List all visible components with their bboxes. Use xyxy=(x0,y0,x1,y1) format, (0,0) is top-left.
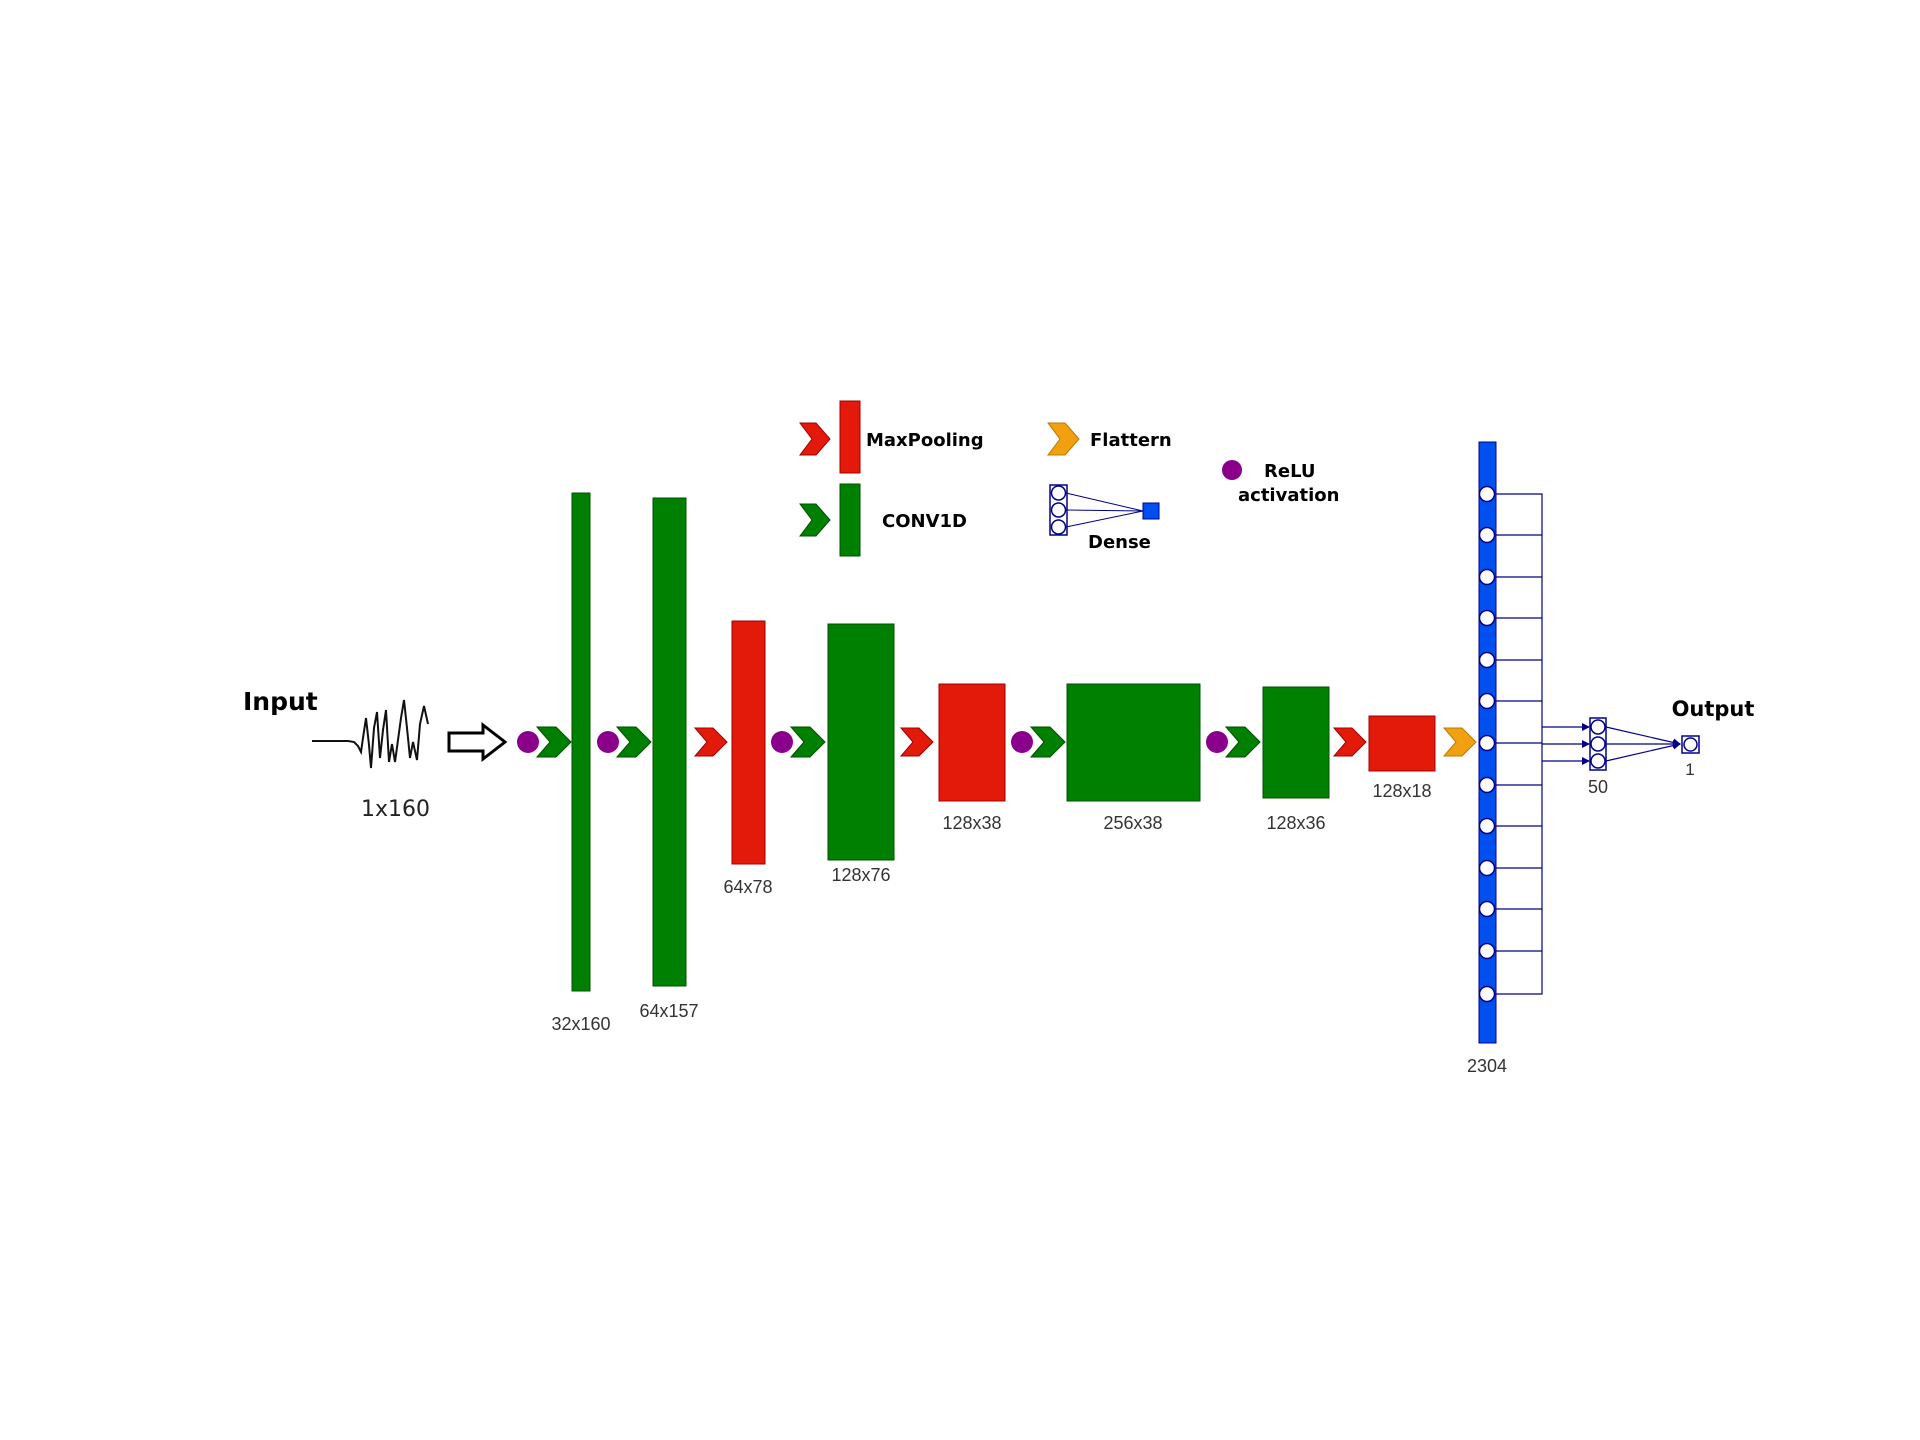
legend-flatten-chevron xyxy=(1047,422,1080,456)
relu-dot xyxy=(1206,731,1228,753)
conv1d-block xyxy=(652,497,687,987)
conv-chevron xyxy=(535,726,572,758)
layer-128x18: 128x18 xyxy=(1368,715,1436,801)
legend-maxpooling-block xyxy=(839,400,861,474)
output-layer: 1 Output xyxy=(1672,697,1755,779)
layer-shape-label: 32x160 xyxy=(551,1014,610,1034)
legend-flatten-label: Flattern xyxy=(1090,430,1172,451)
input-arrow-icon xyxy=(447,721,508,763)
dense-arrows-to-hidden xyxy=(1542,723,1590,765)
dense-hidden-neuron xyxy=(1590,719,1606,735)
dense-hidden-neuron xyxy=(1590,736,1606,752)
legend: MaxPooling CONV1D Flattern Dense ReLU ac… xyxy=(799,400,1339,557)
flatten-chevron xyxy=(1442,727,1477,757)
maxpool-chevron xyxy=(693,727,728,757)
conv-chevron xyxy=(1029,726,1066,758)
flatten-neurons xyxy=(1478,485,1496,1003)
layer-shape-label: 128x76 xyxy=(831,865,890,885)
legend-conv1d-chevron xyxy=(799,503,831,537)
maxpool-chevron xyxy=(1332,727,1367,757)
relu-dot xyxy=(1011,731,1033,753)
conv1d-block xyxy=(1262,686,1330,799)
layer-64x78: 64x78 xyxy=(723,620,773,897)
flatten-size-label: 2304 xyxy=(1467,1056,1507,1076)
waveform-icon xyxy=(312,699,429,769)
relu-dot xyxy=(597,731,619,753)
layer-128x76: 128x76 xyxy=(827,623,895,885)
conv-chevron xyxy=(1224,726,1261,758)
maxpool-block xyxy=(1368,715,1436,772)
legend-maxpooling-label: MaxPooling xyxy=(866,430,984,451)
dense-hidden-neuron xyxy=(1590,753,1606,769)
layer-64x157: 64x157 xyxy=(639,497,699,1021)
relu-dot xyxy=(771,731,793,753)
layer-shape-label: 128x18 xyxy=(1372,781,1431,801)
conv1d-block xyxy=(827,623,895,861)
pipeline-connectors xyxy=(517,726,1477,758)
maxpool-block xyxy=(731,620,766,865)
output-neuron xyxy=(1683,737,1698,752)
layer-shape-label: 128x38 xyxy=(942,813,1001,833)
conv-chevron xyxy=(789,726,826,758)
conv1d-block xyxy=(571,492,591,992)
maxpool-chevron xyxy=(899,727,934,757)
dense-hidden-layer: 50 xyxy=(1588,717,1608,797)
flatten-layer: 2304 xyxy=(1467,441,1543,1076)
conv-chevron xyxy=(615,726,652,758)
dense-hidden-size-label: 50 xyxy=(1588,777,1608,797)
conv1d-block xyxy=(1066,683,1201,802)
input-label: Input xyxy=(243,687,318,716)
layer-256x38: 256x38 xyxy=(1066,683,1201,833)
input-shape-label: 1x160 xyxy=(361,797,430,822)
output-size-label: 1 xyxy=(1685,760,1694,779)
legend-dense-label: Dense xyxy=(1088,532,1151,553)
layer-128x36: 128x36 xyxy=(1262,686,1330,833)
legend-relu-label-line2: activation xyxy=(1238,485,1339,506)
layer-shape-label: 64x78 xyxy=(723,877,772,897)
legend-conv1d-label: CONV1D xyxy=(882,511,967,532)
legend-conv1d-block xyxy=(839,483,861,557)
layer-32x160: 32x160 xyxy=(551,492,611,1034)
dense-arrows-to-output xyxy=(1605,726,1681,762)
relu-dot xyxy=(517,731,539,753)
legend-maxpooling-chevron xyxy=(799,422,831,456)
layer-shape-label: 128x36 xyxy=(1266,813,1325,833)
maxpool-block xyxy=(938,683,1006,802)
legend-relu-dot xyxy=(1222,460,1242,480)
layer-shape-label: 256x38 xyxy=(1103,813,1162,833)
legend-dense-icon xyxy=(1049,484,1160,536)
layer-128x38: 128x38 xyxy=(938,683,1006,833)
output-label: Output xyxy=(1672,697,1755,721)
legend-relu-label-line1: ReLU xyxy=(1264,461,1316,482)
layer-shape-label: 64x157 xyxy=(639,1001,698,1021)
